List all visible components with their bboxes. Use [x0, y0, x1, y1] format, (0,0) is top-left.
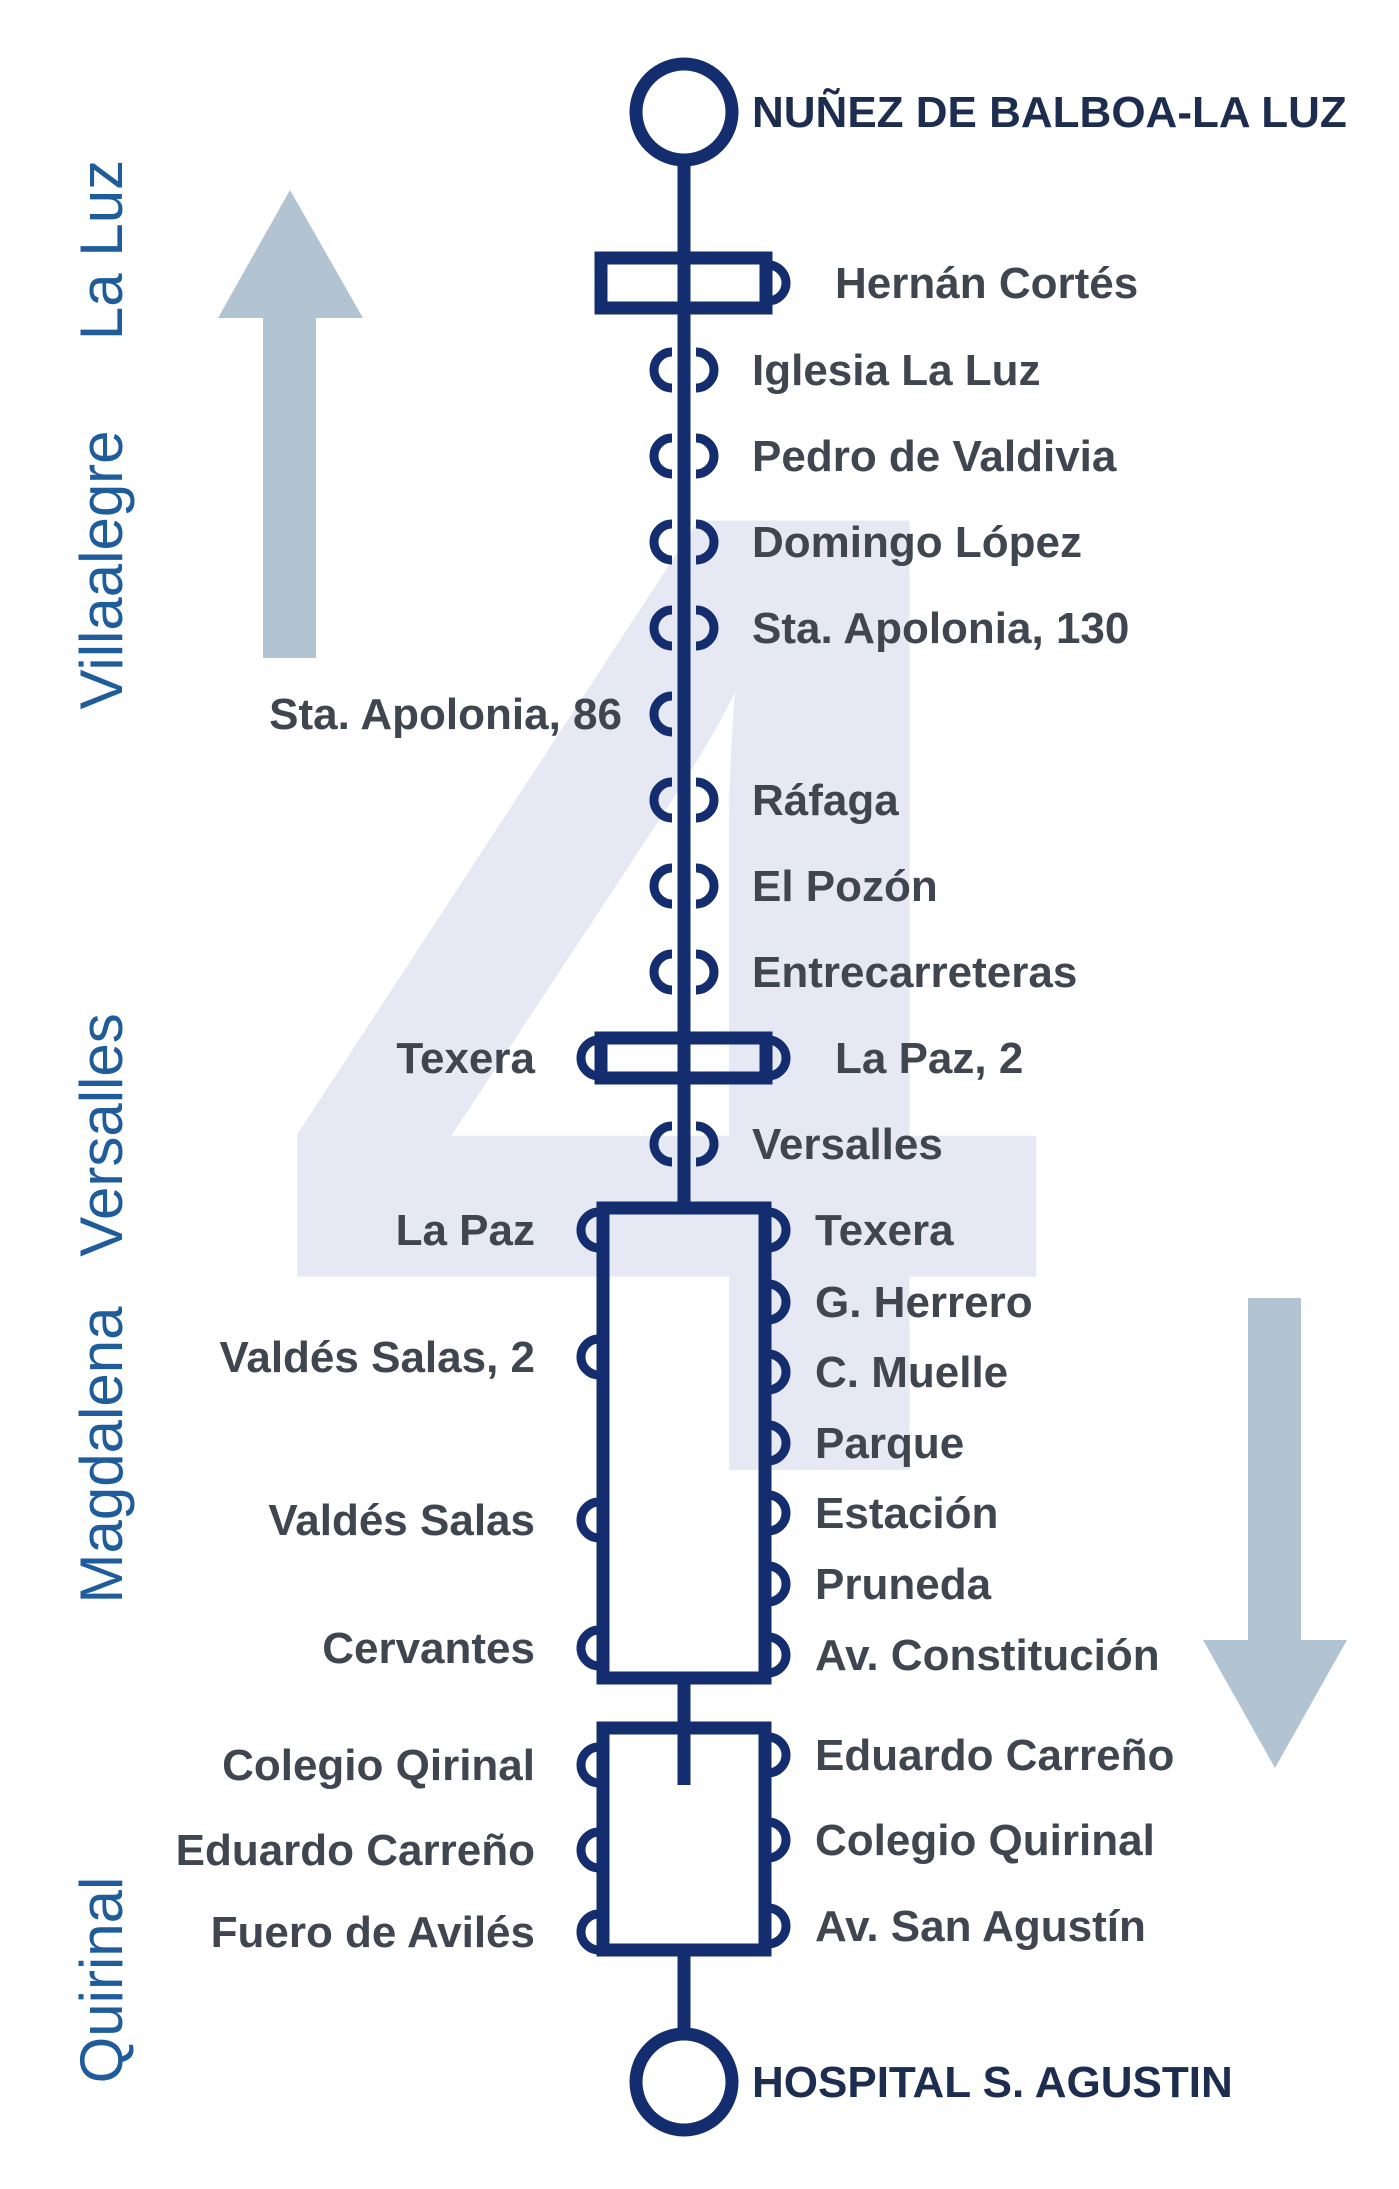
stop-marker-left: [576, 1625, 600, 1671]
district-villaalegre: Villaalegre: [68, 430, 135, 709]
stop-marker-right: [767, 1349, 791, 1395]
up-arrow-icon: [218, 190, 363, 658]
district-versalles: Versalles: [68, 1013, 135, 1256]
stop-marker-left: [649, 347, 673, 393]
stop-label-right: Pedro de Valdivia: [752, 432, 1117, 481]
stop-markers: [576, 260, 791, 1955]
terminal-north-icon: [629, 57, 739, 167]
stop-label-right: La Paz, 2: [835, 1034, 1023, 1083]
stop-marker-left: [576, 1334, 600, 1380]
stop-label-left: Sta. Apolonia, 86: [269, 690, 622, 739]
stop-label-right: Colegio Quirinal: [815, 1816, 1155, 1865]
stop-label-left: Cervantes: [322, 1624, 535, 1673]
stop-marker-right: [767, 1207, 791, 1253]
stop-label-left: Texera: [396, 1034, 535, 1083]
stop-marker-right: [767, 1632, 791, 1678]
terminal-south-icon: [629, 2027, 739, 2137]
stop-marker-left: [576, 1827, 600, 1873]
stop-marker-right: [695, 605, 719, 651]
stop-marker-right: [695, 777, 719, 823]
stop-marker-right: [767, 1561, 791, 1607]
stop-label-right: Ráfaga: [752, 776, 899, 825]
stop-label-left: Eduardo Carreño: [176, 1826, 535, 1875]
stop-marker-right: [767, 1732, 791, 1778]
stop-marker-right: [695, 347, 719, 393]
stop-label-right: Iglesia La Luz: [752, 346, 1041, 395]
stop-marker-right: [767, 1279, 791, 1325]
stop-label-right: Av. Constitución: [815, 1631, 1160, 1680]
stop-marker-right: [695, 433, 719, 479]
stop-marker-left: [649, 1121, 673, 1167]
district-quirinal: Quirinal: [68, 1877, 135, 2084]
stop-marker-right: [767, 1903, 791, 1949]
terminal-north-label: NUÑEZ DE BALBOA-LA LUZ: [752, 87, 1347, 137]
down-arrow-icon: [1203, 1298, 1347, 1768]
district-magdalena: Magdalena: [68, 1306, 135, 1604]
stop-label-right: El Pozón: [752, 862, 938, 911]
stop-marker-right: [695, 949, 719, 995]
stop-marker-left: [649, 777, 673, 823]
stop-marker-left: [576, 1497, 600, 1543]
stop-label-right: Domingo López: [752, 518, 1082, 567]
stop-label-right: Texera: [815, 1206, 954, 1255]
stop-label-right: Eduardo Carreño: [815, 1731, 1174, 1780]
stop-marker-left: [649, 605, 673, 651]
stop-marker-left: [649, 863, 673, 909]
stop-marker-right: [695, 519, 719, 565]
route-line: [594, 160, 773, 2035]
stop-label-right: C. Muelle: [815, 1348, 1008, 1397]
stop-label-left: Valdés Salas, 2: [219, 1333, 535, 1382]
stop-label-right: Sta. Apolonia, 130: [752, 604, 1129, 653]
stop-block-hernan-cortes: [594, 251, 773, 315]
stop-label-left: Fuero de Avilés: [211, 1908, 535, 1957]
stop-marker-right: [695, 863, 719, 909]
stop-marker-right: [767, 260, 791, 306]
stop-marker-left: [576, 1035, 600, 1081]
stop-label-right: Parque: [815, 1419, 964, 1468]
stop-marker-right: [695, 1121, 719, 1167]
stop-marker-right: [767, 1420, 791, 1466]
stop-label-right: G. Herrero: [815, 1278, 1033, 1327]
stop-label-right: Hernán Cortés: [835, 259, 1138, 308]
stop-marker-left: [649, 691, 673, 737]
stop-marker-left: [576, 1742, 600, 1788]
stop-marker-right: [767, 1817, 791, 1863]
stop-label-left: La Paz: [396, 1206, 535, 1255]
stop-marker-left: [576, 1909, 600, 1955]
stop-label-left: Valdés Salas: [268, 1496, 535, 1545]
stop-label-right: Av. San Agustín: [815, 1902, 1146, 1951]
terminal-south-label: HOSPITAL S. AGUSTIN: [752, 2058, 1233, 2107]
stop-marker-right: [767, 1035, 791, 1081]
stop-marker-left: [649, 949, 673, 995]
stop-marker-left: [649, 433, 673, 479]
stop-block-texera: [594, 1031, 773, 1085]
stop-label-right: Entrecarreteras: [752, 948, 1077, 997]
stop-label-right: Estación: [815, 1489, 998, 1538]
stop-marker-right: [767, 1490, 791, 1536]
stop-marker-left: [576, 1207, 600, 1253]
stop-label-right: Pruneda: [815, 1560, 992, 1609]
stop-marker-left: [649, 519, 673, 565]
stop-label-right: Versalles: [752, 1120, 943, 1169]
stop-label-left: Colegio Qirinal: [222, 1741, 535, 1790]
district-la-luz: La Luz: [68, 160, 135, 340]
